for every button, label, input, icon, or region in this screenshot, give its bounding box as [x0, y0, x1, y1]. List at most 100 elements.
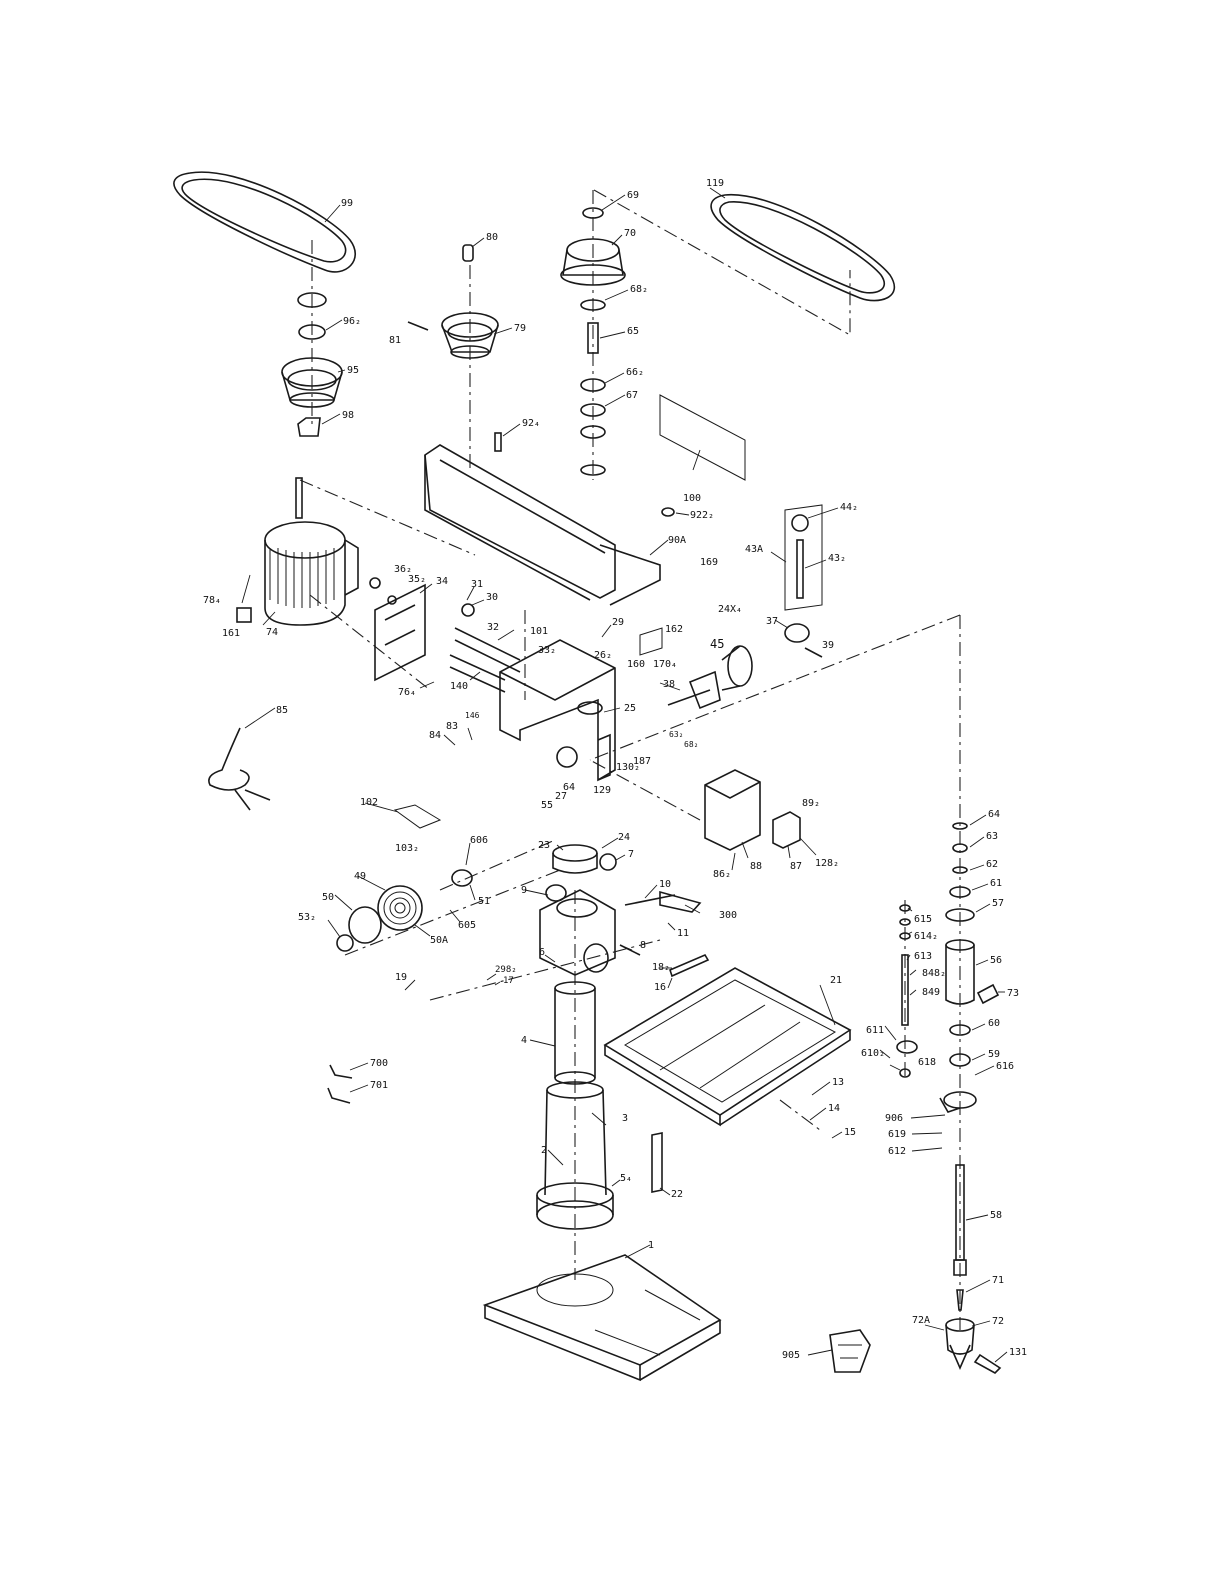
- callout-146: 146: [465, 711, 480, 720]
- callout-26: 26₂: [594, 650, 612, 661]
- callout-7: 7: [628, 849, 634, 860]
- callout-615: 615: [914, 914, 932, 925]
- head-casting-25: [499, 639, 616, 782]
- callout-50: 50: [322, 892, 334, 903]
- callout-8: 8: [640, 940, 646, 951]
- callout-614: 614₂: [914, 931, 938, 942]
- callout-130: 130₂: [616, 762, 640, 773]
- callout-22: 22: [671, 1189, 683, 1200]
- callout-187: 187: [633, 756, 651, 767]
- callout-17: 17: [503, 976, 514, 986]
- callout-81: 81: [389, 335, 401, 346]
- table-bracket-6: [539, 844, 702, 976]
- callout-64a: 64: [563, 782, 575, 793]
- callout-31: 31: [471, 579, 483, 590]
- callout-87: 87: [790, 861, 802, 872]
- callout-27: 27: [555, 791, 567, 802]
- callout-92: 92₄: [522, 418, 540, 429]
- callout-19: 19: [395, 972, 407, 983]
- callout-56: 56: [990, 955, 1002, 966]
- callout-89: 89₂: [802, 798, 820, 809]
- callout-29: 29: [612, 617, 624, 628]
- power-cord-85: [208, 727, 271, 811]
- callout-3: 3: [622, 1113, 628, 1124]
- callout-59: 59: [988, 1049, 1000, 1060]
- callout-58: 58: [990, 1210, 1002, 1221]
- callout-616: 616: [996, 1061, 1014, 1072]
- callout-606: 606: [470, 835, 488, 846]
- callout-68a: 68₂: [630, 284, 648, 295]
- callout-21: 21: [830, 975, 842, 986]
- pinion-shaft-38: [667, 623, 823, 710]
- callout-45: 45: [710, 637, 724, 651]
- callout-37: 37: [766, 616, 778, 627]
- column-support-2: [536, 1081, 614, 1230]
- idler-pulley-79: [407, 244, 499, 359]
- callout-86: 86₂: [713, 869, 731, 880]
- callout-84: 84: [429, 730, 441, 741]
- motor-pulley-95: [281, 292, 343, 437]
- callout-49: 49: [354, 871, 366, 882]
- callout-613: 613: [914, 951, 932, 962]
- callout-61: 61: [990, 878, 1002, 889]
- callout-60: 60: [988, 1018, 1000, 1029]
- callout-161: 161: [222, 628, 240, 639]
- callout-53: 53₂: [298, 912, 316, 923]
- callout-99: 99: [341, 198, 353, 209]
- callout-611: 611: [866, 1025, 884, 1036]
- callout-85: 85: [276, 705, 288, 716]
- callout-54: 5₄: [620, 1173, 632, 1184]
- callout-73: 73: [1007, 988, 1019, 999]
- callout-labels: 99 96₂ 95 98 80 79 81 69 70 68₂ 65 66₂ 6…: [203, 178, 1027, 1361]
- callout-100: 100: [683, 493, 701, 504]
- callout-103: 103₂: [395, 843, 419, 854]
- callout-298: 298₂: [495, 965, 517, 975]
- callout-71: 71: [992, 1275, 1004, 1286]
- callout-78: 78₄: [203, 595, 221, 606]
- feed-handle-43: [784, 504, 823, 611]
- callout-701: 701: [370, 1080, 388, 1091]
- callout-24X: 24X₄: [718, 604, 742, 615]
- callout-922: 922₂: [690, 510, 714, 521]
- callout-38: 38: [663, 679, 675, 690]
- callout-79: 79: [514, 323, 526, 334]
- callout-63c: 63: [986, 831, 998, 842]
- callout-43A: 43A: [745, 544, 763, 555]
- callout-700: 700: [370, 1058, 388, 1069]
- label-plate-162: [639, 627, 663, 656]
- callout-2: 2: [541, 1145, 547, 1156]
- callout-63b: 63₂: [669, 730, 683, 739]
- callout-848: 848₂: [922, 968, 946, 979]
- callout-50A: 50A: [430, 935, 448, 946]
- callout-9: 9: [521, 885, 527, 896]
- callout-14: 14: [828, 1103, 840, 1114]
- callout-90A: 90A: [668, 535, 686, 546]
- label-plate-102: [393, 804, 442, 829]
- switch-box-88: [704, 769, 801, 851]
- spindle-pulley-70: [560, 207, 626, 476]
- callout-119: 119: [706, 178, 724, 189]
- callout-83: 83: [446, 721, 458, 732]
- callout-66: 66₂: [626, 367, 644, 378]
- return-spring-49: [336, 869, 473, 952]
- callout-98: 98: [342, 410, 354, 421]
- callout-6: 6: [539, 947, 545, 958]
- callout-72: 72: [992, 1316, 1004, 1327]
- callout-849: 849: [922, 987, 940, 998]
- base-1: [482, 1254, 722, 1382]
- callout-4: 4: [521, 1035, 527, 1046]
- callout-102: 102: [360, 797, 378, 808]
- callout-76: 76₄: [398, 687, 416, 698]
- callout-610: 610₂: [861, 1048, 885, 1059]
- callout-11: 11: [677, 928, 689, 939]
- callout-101: 101: [530, 626, 548, 637]
- callout-10: 10: [659, 879, 671, 890]
- callout-128: 128₂: [815, 858, 839, 869]
- callout-24: 24: [618, 832, 630, 843]
- callout-68b: 68₂: [684, 740, 698, 749]
- callout-leaders: [241, 187, 1008, 1363]
- callout-612: 612: [888, 1146, 906, 1157]
- callout-96: 96₂: [343, 316, 361, 327]
- callout-74: 74: [266, 627, 278, 638]
